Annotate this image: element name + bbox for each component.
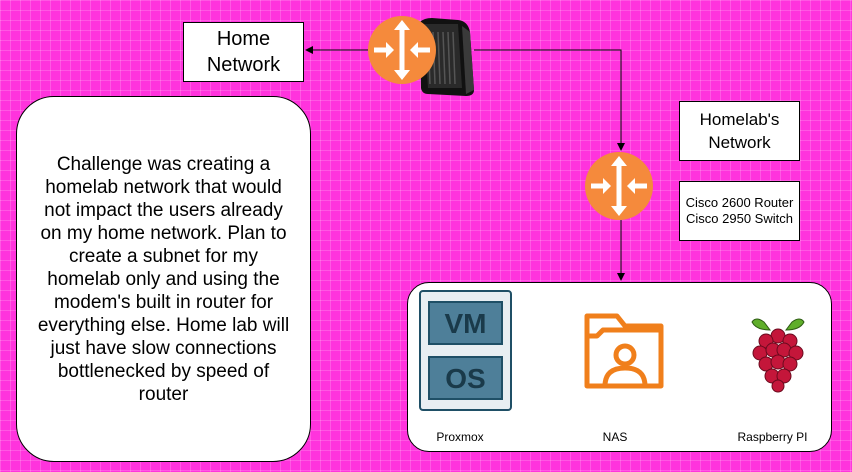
vm-icon-bottom-text: OS <box>445 363 485 394</box>
device-label-nas: NAS <box>602 430 628 444</box>
home-network-line-2: Network <box>206 54 281 76</box>
device-label-raspberry-pi: Raspberry PI <box>737 430 808 444</box>
hardware-switch-model: Cisco 2950 Switch <box>686 211 793 226</box>
homelab-network-line-2: Network <box>708 133 771 152</box>
challenge-note: Challenge was creating a homelab network… <box>16 96 311 462</box>
hardware-router-model: Cisco 2600 Router <box>685 195 794 210</box>
vm-icon-top-text: VM <box>445 308 487 339</box>
challenge-note-text: Challenge was creating a homelab network… <box>37 153 290 405</box>
homelab-network-line-1: Homelab's <box>699 110 780 129</box>
home-network-label: Home Network <box>183 22 304 82</box>
arrow-modem-to-homelab-router <box>474 49 625 151</box>
home-network-line-1: Home <box>216 28 271 50</box>
hardware-label: Cisco 2600 Router Cisco 2950 Switch <box>679 181 800 241</box>
device-label-proxmox: Proxmox <box>436 430 484 444</box>
homelab-network-label: Homelab's Network <box>679 101 800 161</box>
